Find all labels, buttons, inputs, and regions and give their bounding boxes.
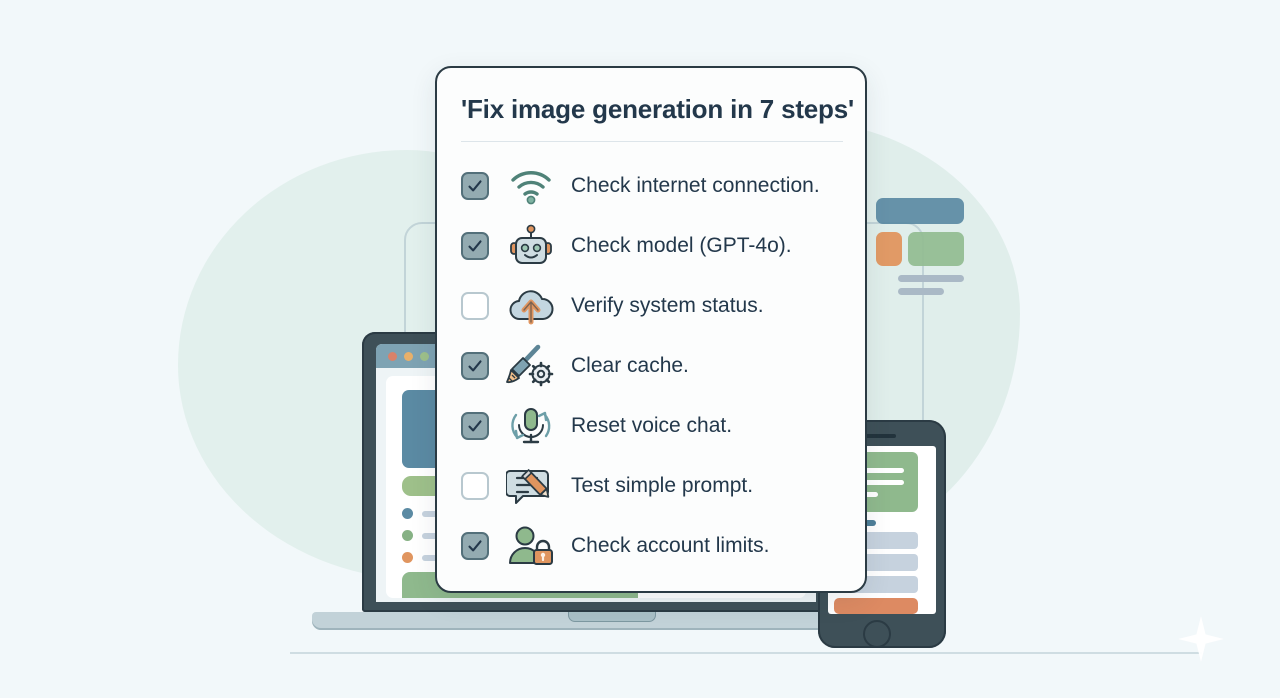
ground-line — [290, 652, 1202, 654]
checklist-row[interactable]: Verify system status. — [437, 276, 865, 336]
traffic-light-amber-icon — [404, 352, 413, 361]
checklist-item-label: Reset voice chat. — [571, 414, 733, 437]
wifi-icon — [505, 164, 557, 208]
background-block-green — [908, 232, 964, 266]
sparkle-icon — [1178, 616, 1224, 662]
broom-gear-icon — [505, 344, 557, 388]
checkbox-unchecked[interactable] — [461, 472, 489, 500]
phone-orange-bar — [834, 598, 918, 614]
background-block-blue — [876, 198, 964, 224]
checkbox-checked[interactable] — [461, 232, 489, 260]
phone-white-line-2 — [842, 480, 904, 485]
checklist-item-label: Check model (GPT-4o). — [571, 234, 792, 257]
checklist-row[interactable]: Check internet connection. — [437, 156, 865, 216]
checklist-item-label: Clear cache. — [571, 354, 689, 377]
phone-speaker — [854, 434, 896, 438]
chat-pencil-icon — [505, 464, 557, 508]
background-block-orange — [876, 232, 902, 266]
microphone-reset-icon — [505, 404, 557, 448]
background-line-2 — [898, 288, 944, 295]
checklist-card: 'Fix image generation in 7 steps' Check … — [435, 66, 867, 593]
traffic-light-red-icon — [388, 352, 397, 361]
checklist-item-label: Verify system status. — [571, 294, 764, 317]
user-lock-icon — [505, 524, 557, 568]
checklist-row[interactable]: Check account limits. — [437, 516, 865, 576]
checkbox-checked[interactable] — [461, 352, 489, 380]
checkbox-checked[interactable] — [461, 172, 489, 200]
checklist-item-label: Check account limits. — [571, 534, 770, 557]
laptop-trackpad-notch — [568, 612, 656, 622]
phone-home-button[interactable] — [863, 620, 891, 648]
checklist-row[interactable]: Reset voice chat. — [437, 396, 865, 456]
phone-white-line-1 — [842, 468, 904, 473]
cloud-upload-icon — [505, 284, 557, 328]
robot-icon — [505, 224, 557, 268]
checklist: Check internet connection. Check model (… — [437, 156, 865, 576]
checkbox-checked[interactable] — [461, 412, 489, 440]
checkbox-checked[interactable] — [461, 532, 489, 560]
background-line-1 — [898, 275, 964, 282]
page-bullet-3 — [402, 552, 413, 563]
checklist-item-label: Check internet connection. — [571, 174, 820, 197]
traffic-light-green-icon — [420, 352, 429, 361]
checkbox-unchecked[interactable] — [461, 292, 489, 320]
page-bullet-2 — [402, 530, 413, 541]
title-divider — [461, 141, 843, 142]
page-title: 'Fix image generation in 7 steps' — [461, 94, 854, 124]
checklist-row[interactable]: Clear cache. — [437, 336, 865, 396]
checklist-row[interactable]: Check model (GPT-4o). — [437, 216, 865, 276]
checklist-row[interactable]: Test simple prompt. — [437, 456, 865, 516]
checklist-item-label: Test simple prompt. — [571, 474, 754, 497]
page-bullet-1 — [402, 508, 413, 519]
